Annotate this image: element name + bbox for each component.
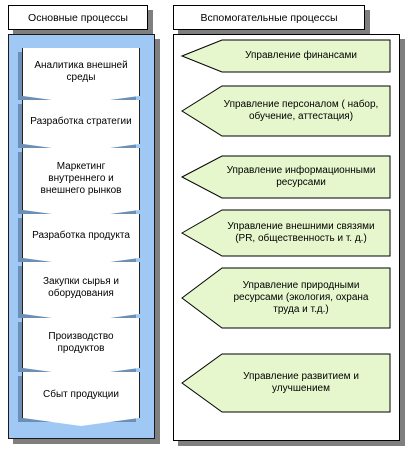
main-process-product-development: Разработка продукта (22, 214, 140, 258)
main-process-sales: Сбыт продукции (22, 372, 140, 418)
main-processes-header: Основные процессы (8, 5, 148, 30)
main-process-label: Разработка стратегии (30, 116, 132, 127)
support-process-hr: Управление персоналом ( набор, обучение,… (180, 84, 392, 138)
support-process-finance: Управление финансами (180, 38, 392, 74)
main-process-label: Разработка продукта (32, 230, 130, 241)
left-arrow-shape (180, 155, 391, 199)
support-process-label: Управление развитием и улучшением (243, 371, 359, 394)
left-arrow-shape (180, 209, 391, 257)
main-process-procurement: Закупки сырья и оборудования (22, 262, 140, 314)
support-processes-header-label: Вспомогательные процессы (200, 11, 338, 24)
support-process-natural-resources: Управление природными ресурсами (экологи… (180, 266, 392, 330)
left-arrow-shape (180, 39, 391, 73)
support-process-label: Управление информационными ресурсами (226, 165, 376, 188)
main-process-label: Сбыт продукции (43, 389, 119, 400)
support-process-label: Управление природными ресурсами (экологи… (233, 280, 369, 315)
left-arrow-shape (181, 353, 391, 413)
support-processes-header: Вспомогательные процессы (173, 5, 365, 30)
support-process-development: Управление развитием и улучшением (180, 352, 392, 414)
main-process-label: Маркетинг внутреннего и внешнего рынков (40, 161, 122, 196)
main-process-analytics: Аналитика внешней среды (22, 48, 140, 96)
support-process-information: Управление информационными ресурсами (180, 154, 392, 200)
main-process-label: Закупки сырья и оборудования (43, 276, 119, 299)
support-process-label: Управление персоналом ( набор, обучение,… (223, 99, 379, 122)
left-arrow-shape (181, 267, 391, 329)
main-process-production: Производство продуктов (22, 318, 140, 368)
main-process-marketing: Маркетинг внутреннего и внешнего рынков (22, 148, 140, 210)
support-process-label: Управление внешними связями (PR, обществ… (227, 221, 375, 244)
left-arrow-shape (181, 85, 391, 137)
main-process-label: Аналитика внешней среды (34, 60, 128, 83)
main-process-label: Производство продуктов (48, 331, 114, 354)
main-process-strategy: Разработка стратегии (22, 100, 140, 144)
main-processes-header-label: Основные процессы (28, 11, 128, 24)
support-process-label: Управление финансами (245, 50, 357, 61)
support-process-external-relations: Управление внешними связями (PR, обществ… (180, 208, 392, 258)
